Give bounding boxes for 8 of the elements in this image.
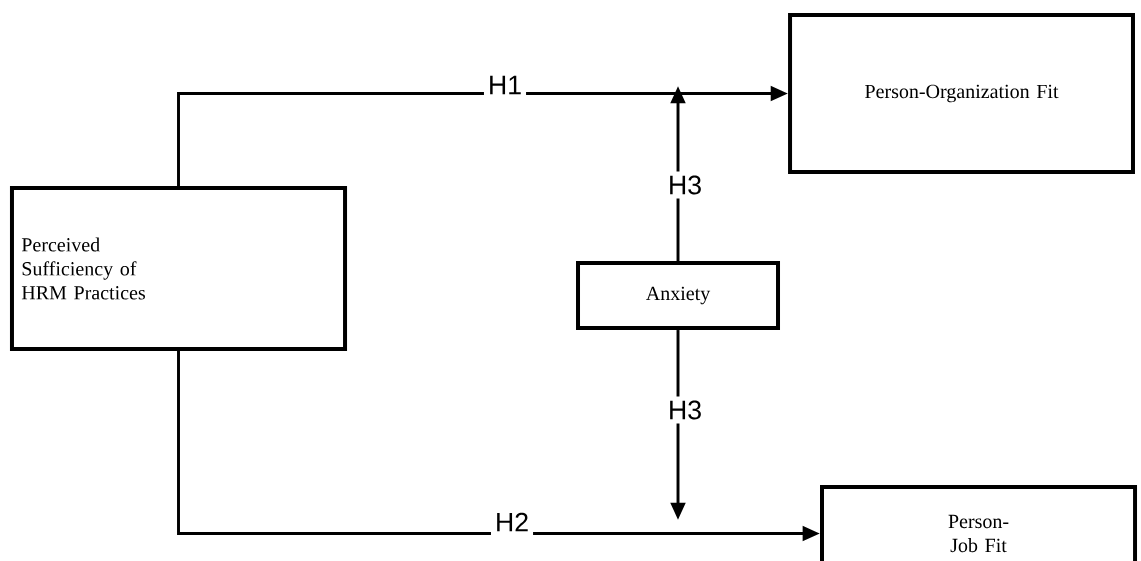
edge-label: H3 xyxy=(663,171,707,199)
edge-label: H1 xyxy=(483,71,527,99)
edge-label: H3 xyxy=(663,396,707,424)
box: Person-Job Fit xyxy=(820,484,1138,561)
box: Anxiety xyxy=(576,260,780,331)
box: Perceived Sufficiency of HRM Practices xyxy=(9,185,348,352)
edge-label: H2 xyxy=(490,508,534,536)
box: Person-Organization Fit xyxy=(788,12,1135,175)
